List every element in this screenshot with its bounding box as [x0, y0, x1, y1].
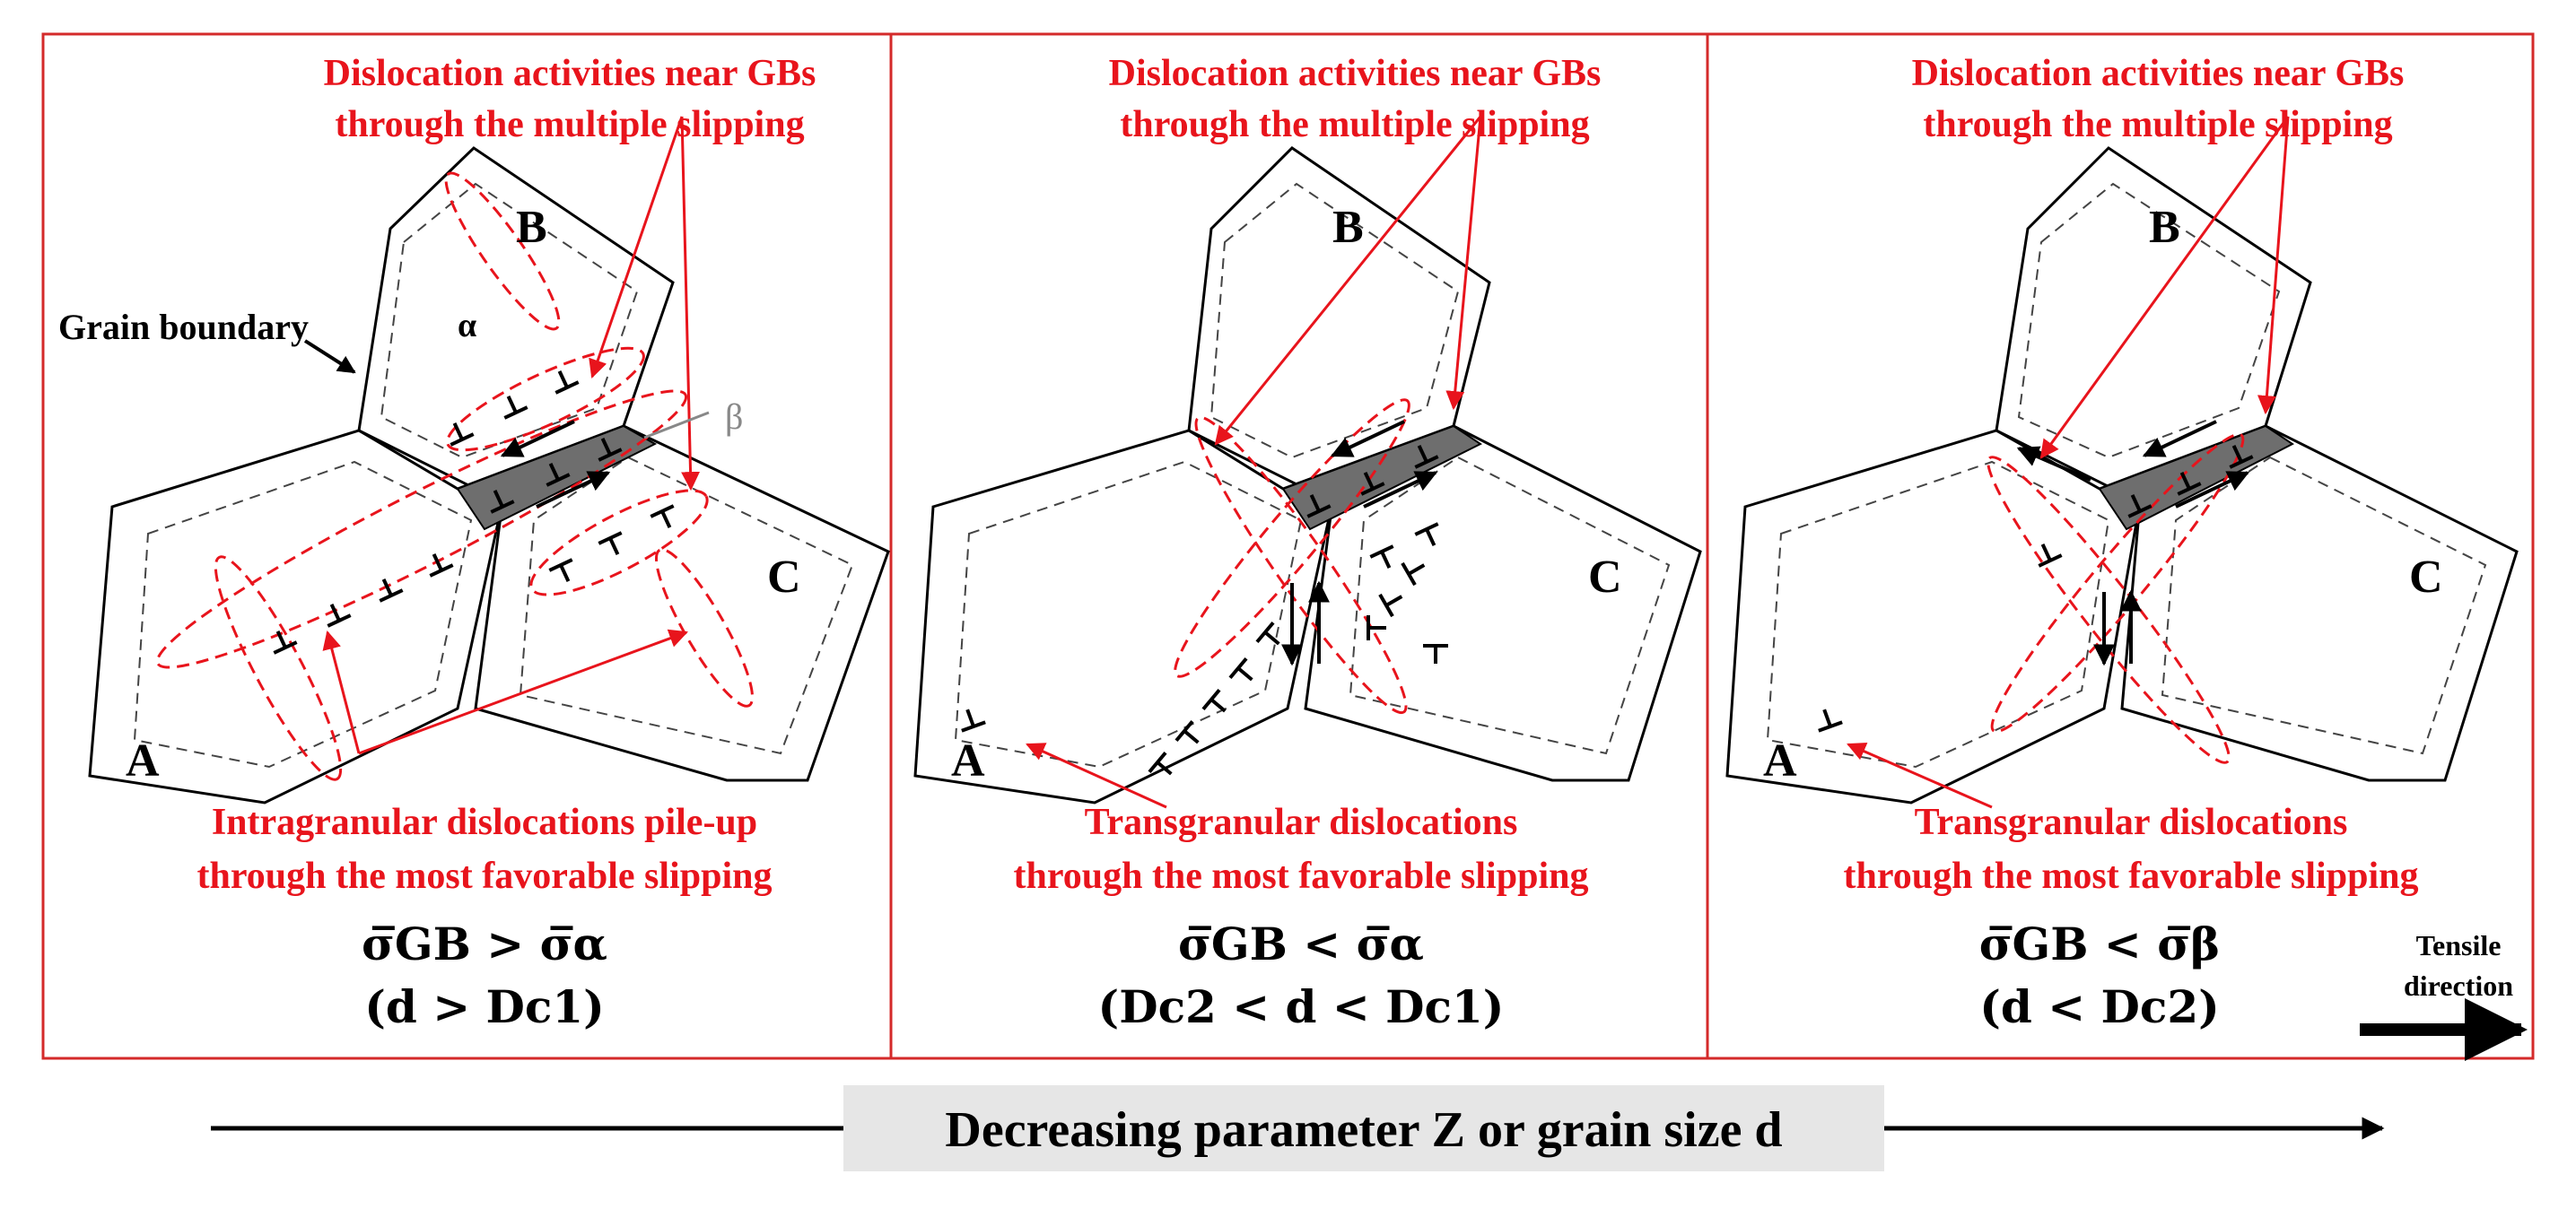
panel-2: Dislocation activities near GBs through … — [913, 53, 1702, 1033]
pointer-top-2 — [680, 116, 701, 491]
grain-label-c: C — [1588, 552, 1622, 603]
pointer-top-2 — [1445, 116, 1482, 411]
panel-frame-3 — [1706, 32, 2535, 1060]
top-note-line-2: through the multiple slipping — [335, 104, 804, 145]
grain-a-outline — [913, 429, 1334, 805]
slip-arrow-lower — [2175, 471, 2250, 509]
beta-label: β — [725, 396, 743, 437]
grain-b-inner — [1209, 182, 1460, 459]
pointer-bottom-1 — [1026, 743, 1167, 809]
pointer-top-2 — [2257, 116, 2290, 415]
grain-boundary-band — [1281, 424, 1482, 531]
ellipse-cross-1 — [1174, 398, 1410, 678]
beta-pointer — [643, 411, 710, 439]
grain-boundary-label: Grain boundary — [58, 307, 309, 347]
grain-label-b: B — [1332, 202, 1364, 253]
stress-relation: σ̅GB < σ̅β — [1979, 918, 2221, 970]
slip-arrow-upper — [2142, 420, 2217, 457]
slip-arrow-lower — [1363, 471, 1438, 509]
tensile-label-line-2: direction — [2404, 970, 2513, 1002]
grain-a-inner — [954, 460, 1303, 769]
grain-size-condition: (d > Dc1) — [364, 980, 605, 1033]
grain-a-outline — [1725, 429, 2142, 805]
top-note-line-1: Dislocation activities near GBs — [1912, 53, 2405, 94]
panel-frame-2 — [889, 32, 1709, 1060]
grain-a-inner — [1766, 460, 2110, 769]
ellipse-c-upper — [529, 489, 709, 596]
dislocation-symbols — [1811, 438, 2255, 733]
grain-structure — [913, 146, 1702, 805]
grain-boundary-band — [2098, 424, 2294, 531]
grain-a-outline — [88, 429, 504, 805]
axis-label: Decreasing parameter Z or grain size d — [945, 1102, 1782, 1158]
grain-size-condition: (Dc2 < d < Dc1) — [1098, 980, 1505, 1033]
ellipse-c-lower — [654, 548, 755, 708]
ellipse-upper-b — [446, 346, 645, 452]
grain-label-a: A — [951, 735, 985, 787]
panel-3: Dislocation activities near GBs through … — [1725, 53, 2528, 1061]
axis-label-box — [843, 1085, 1884, 1171]
pointer-top-1 — [589, 116, 684, 378]
top-note-line-1: Dislocation activities near GBs — [1109, 53, 1602, 94]
grain-label-b: B — [516, 202, 547, 253]
top-note-line-2: through the multiple slipping — [1923, 104, 2392, 145]
bottom-axis: Decreasing parameter Z or grain size d — [211, 1085, 2385, 1171]
grain-b-inner — [2017, 182, 2281, 459]
top-note-line-1: Dislocation activities near GBs — [324, 53, 816, 94]
panel-frame-1 — [41, 32, 893, 1060]
panel-1: Dislocation activities near GBs through … — [58, 53, 890, 1033]
bottom-note-line-2: through the most favorable slipping — [1014, 856, 1589, 897]
slip-arrow-lower — [536, 471, 611, 509]
slip-arrow-upper — [1330, 420, 1405, 457]
grain-c-inner — [519, 456, 854, 755]
pointer-top-1 — [1214, 116, 1482, 446]
ellipse-left-b — [444, 171, 561, 331]
pointer-bottom-1 — [322, 630, 361, 754]
bottom-note-line-1: Transgranular dislocations — [1915, 802, 2348, 843]
slip-arrow-gb-left — [2016, 446, 2091, 482]
tensile-label-line-1: Tensile — [2416, 929, 2502, 961]
pointer-bottom-2 — [358, 629, 688, 755]
grain-structure — [1725, 146, 2519, 805]
grain-label-b: B — [2149, 202, 2180, 253]
grain-label-c: C — [767, 552, 801, 603]
ellipse-cross-2 — [1194, 415, 1408, 715]
bottom-note-line-1: Transgranular dislocations — [1085, 802, 1518, 843]
bottom-note-line-1: Intragranular dislocations pile-up — [212, 802, 757, 843]
ellipse-pileup — [155, 389, 688, 669]
grain-b-inner — [380, 182, 639, 459]
grain-c-inner — [2161, 456, 2487, 755]
pointer-top-1 — [2039, 116, 2290, 459]
grain-c-inner — [1349, 456, 1671, 755]
stress-relation: σ̅GB > σ̅α — [362, 918, 607, 970]
grain-label-a: A — [1763, 735, 1797, 787]
grain-label-a: A — [126, 735, 160, 787]
ellipse-a-lower — [214, 555, 343, 781]
pointer-bottom-1 — [1847, 742, 1993, 809]
bottom-note-line-2: through the most favorable slipping — [1844, 856, 2419, 897]
slip-arrow-upper — [500, 420, 575, 457]
top-note-line-2: through the multiple slipping — [1120, 104, 1589, 145]
gb-pointer — [303, 339, 356, 374]
alpha-label: α — [458, 307, 476, 344]
grain-size-condition: (d < Dc2) — [1979, 980, 2220, 1033]
stress-relation: σ̅GB < σ̅α — [1178, 918, 1424, 970]
grain-label-c: C — [2409, 552, 2443, 603]
bottom-note-line-2: through the most favorable slipping — [197, 856, 773, 897]
grain-a-inner — [133, 460, 473, 769]
